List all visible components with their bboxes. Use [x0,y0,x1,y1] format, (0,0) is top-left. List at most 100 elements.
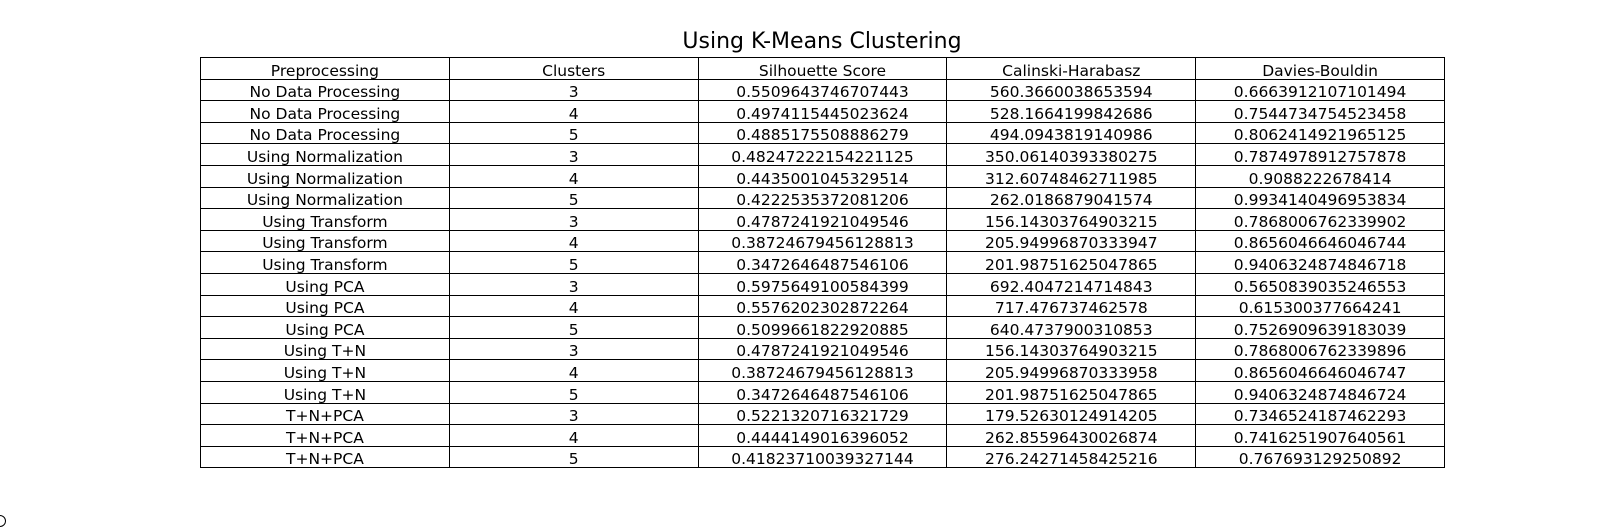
cell-calinski-harabasz: 350.06140393380275 [946,143,1197,166]
cell-preprocessing: No Data Processing [200,78,450,102]
cell-davies-bouldin: 0.5650839035246553 [1195,272,1445,296]
cell-calinski-harabasz: 494.0943819140986 [946,121,1197,145]
cell-clusters: 5 [448,445,699,469]
cell-clusters: 5 [448,251,699,274]
cell-calinski-harabasz: 201.98751625047865 [946,380,1197,404]
cell-davies-bouldin: 0.9406324874846724 [1195,380,1445,404]
results-table: Preprocessing Clusters Silhouette Score … [200,57,1445,469]
cell-calinski-harabasz: 205.94996870333947 [946,229,1197,253]
cell-silhouette-score: 0.41823710039327144 [697,445,948,469]
cell-davies-bouldin: 0.8062414921965125 [1195,121,1445,145]
cell-silhouette-score: 0.38724679456128813 [697,229,948,253]
cell-preprocessing: T+N+PCA [200,402,450,426]
cell-davies-bouldin: 0.7868006762339902 [1195,208,1445,231]
cell-preprocessing: Using Normalization [200,164,450,188]
cell-clusters: 3 [448,78,699,102]
cell-davies-bouldin: 0.6663912107101494 [1195,78,1445,102]
cell-calinski-harabasz: 717.476737462578 [946,294,1197,318]
cell-preprocessing: T+N+PCA [200,445,450,469]
cell-calinski-harabasz: 528.1664199842686 [946,100,1197,123]
cell-silhouette-score: 0.5221320716321729 [697,402,948,426]
cell-clusters: 4 [448,424,699,447]
cell-silhouette-score: 0.4787241921049546 [697,208,948,231]
cell-davies-bouldin: 0.7544734754523458 [1195,100,1445,123]
cell-clusters: 4 [448,164,699,188]
cell-preprocessing: Using T+N [200,337,450,361]
column-header-silhouette-score: Silhouette Score [697,57,948,80]
cell-preprocessing: Using Normalization [200,143,450,166]
cell-silhouette-score: 0.4444149016396052 [697,424,948,447]
cell-clusters: 4 [448,294,699,318]
cell-silhouette-score: 0.48247222154221125 [697,143,948,166]
cell-silhouette-score: 0.4885175508886279 [697,121,948,145]
cell-davies-bouldin: 0.9088222678414 [1195,164,1445,188]
corner-circle-mark [0,515,6,527]
cell-silhouette-score: 0.4222535372081206 [697,186,948,210]
cell-silhouette-score: 0.5576202302872264 [697,294,948,318]
cell-clusters: 5 [448,186,699,210]
cell-preprocessing: Using T+N [200,359,450,382]
cell-clusters: 4 [448,229,699,253]
cell-preprocessing: Using PCA [200,272,450,296]
cell-davies-bouldin: 0.767693129250892 [1195,445,1445,469]
cell-silhouette-score: 0.5509643746707443 [697,78,948,102]
cell-calinski-harabasz: 312.60748462711985 [946,164,1197,188]
cell-calinski-harabasz: 276.24271458425216 [946,445,1197,469]
cell-preprocessing: T+N+PCA [200,424,450,447]
cell-preprocessing: Using Transform [200,229,450,253]
cell-clusters: 3 [448,402,699,426]
column-header-clusters: Clusters [448,57,699,80]
cell-preprocessing: Using Normalization [200,186,450,210]
cell-clusters: 3 [448,272,699,296]
cell-calinski-harabasz: 640.4737900310853 [946,316,1197,339]
cell-calinski-harabasz: 201.98751625047865 [946,251,1197,274]
cell-calinski-harabasz: 156.14303764903215 [946,337,1197,361]
cell-silhouette-score: 0.4974115445023624 [697,100,948,123]
cell-preprocessing: Using PCA [200,316,450,339]
cell-silhouette-score: 0.5975649100584399 [697,272,948,296]
cell-davies-bouldin: 0.7416251907640561 [1195,424,1445,447]
cell-preprocessing: No Data Processing [200,100,450,123]
cell-preprocessing: Using T+N [200,380,450,404]
cell-silhouette-score: 0.38724679456128813 [697,359,948,382]
cell-calinski-harabasz: 205.94996870333958 [946,359,1197,382]
cell-calinski-harabasz: 262.0186879041574 [946,186,1197,210]
cell-preprocessing: Using Transform [200,208,450,231]
cell-silhouette-score: 0.4435001045329514 [697,164,948,188]
cell-davies-bouldin: 0.615300377664241 [1195,294,1445,318]
cell-davies-bouldin: 0.7874978912757878 [1195,143,1445,166]
cell-silhouette-score: 0.4787241921049546 [697,337,948,361]
cell-clusters: 3 [448,208,699,231]
cell-davies-bouldin: 0.7868006762339896 [1195,337,1445,361]
cell-calinski-harabasz: 560.3660038653594 [946,78,1197,102]
cell-preprocessing: Using Transform [200,251,450,274]
cell-davies-bouldin: 0.7346524187462293 [1195,402,1445,426]
cell-davies-bouldin: 0.8656046646046744 [1195,229,1445,253]
column-header-davies-bouldin: Davies-Bouldin [1195,57,1445,80]
cell-calinski-harabasz: 156.14303764903215 [946,208,1197,231]
cell-calinski-harabasz: 179.52630124914205 [946,402,1197,426]
cell-davies-bouldin: 0.9406324874846718 [1195,251,1445,274]
column-header-preprocessing: Preprocessing [200,57,450,80]
cell-clusters: 4 [448,359,699,382]
cell-calinski-harabasz: 692.4047214714843 [946,272,1197,296]
cell-davies-bouldin: 0.8656046646046747 [1195,359,1445,382]
cell-silhouette-score: 0.3472646487546106 [697,380,948,404]
